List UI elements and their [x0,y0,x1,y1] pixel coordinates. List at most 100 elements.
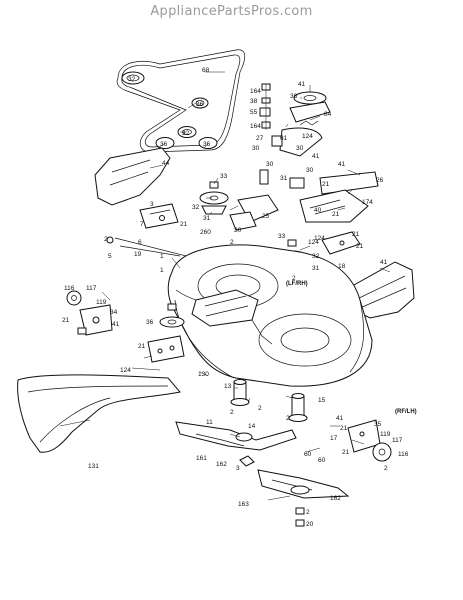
callout-label: 41 [336,415,344,422]
callout-label: 2 [230,409,234,416]
callout-label: 1 [160,267,164,274]
callout-label: 7 [140,221,144,228]
callout-label: 18 [338,263,346,270]
callout-label: 2 [286,415,290,422]
callout-label: 162 [216,461,227,468]
callout-label: 131 [88,463,99,470]
callout-label: 117 [86,285,97,292]
callout-label: 31 [312,265,320,272]
callout-label: 25 [262,213,270,220]
callout-label: 21 [340,425,348,432]
callout-label: 13 [224,383,232,390]
callout-label: 32 [192,204,200,211]
bracket-18 [321,231,361,255]
callout-label: 60 [304,451,312,458]
callout-label: 30 [234,227,242,234]
deck-bracket-21 [147,335,185,363]
callout-label: 161 [196,455,207,462]
callout-label: 60 [318,457,326,464]
callout-label: 30 [252,145,260,152]
spindle-assembly-left [230,379,250,406]
callout-label: 44 [162,160,170,167]
callout-label: 162 [330,495,341,502]
belt-shield-44 [94,147,171,206]
callout-label: 27 [256,135,264,142]
callout-label: 19 [134,251,142,258]
callout-label: 3 [150,201,154,208]
right-gauge-wheel-bracket [347,419,392,462]
idler-stack [259,83,331,157]
callout-label: 31 [280,175,288,182]
callout-label: 36 [203,141,211,148]
mower-deck-housing [167,244,373,387]
callout-label: 174 [362,199,373,206]
callout-label: 2 [306,509,310,516]
callout-label: 124 [302,133,313,140]
callout-label: 36 [290,93,298,100]
callout-label: 35 [374,421,382,428]
center-bracket [229,169,279,231]
callout-label: 21 [342,449,350,456]
callout-label: 124 [308,239,319,246]
callout-label: 163 [238,501,249,508]
callout-label: 32 [312,253,320,260]
callout-label: 2 [292,275,296,282]
left-bracket [139,203,179,229]
spindle-pulley-left [199,181,229,215]
spindle-assembly-right [288,393,308,422]
deck-pulley-36 [159,303,185,328]
callout-label: 41 [112,321,120,328]
callout-label: 14 [248,423,256,430]
callout-label: 26 [376,177,384,184]
callout-label: 116 [64,285,75,292]
callout-label: 21 [356,243,364,250]
belt-pulley-32b [177,126,197,138]
callout-label: 116 [398,451,409,458]
leader-lines [59,71,391,501]
callout-label: 34 [110,309,118,316]
left-gauge-wheel-bracket [66,290,113,336]
mulching-chute-131 [17,374,181,453]
callout-label: 21 [138,343,146,350]
drive-belt [116,49,246,153]
callout-label: 124 [314,235,325,242]
callout-label: 41 [312,153,320,160]
callout-label: 124 [120,367,131,374]
belt-pulley-idler-32 [121,71,145,85]
callout-label: 21 [180,221,188,228]
callout-label: 55 [250,109,258,116]
callout-label: 119 [380,431,391,438]
callout-label: 2 [384,465,388,472]
callout-label: 30 [306,167,314,174]
callout-label: 164 [250,123,261,130]
callout-label: 15 [318,397,326,404]
callout-label: 2 [230,239,234,246]
callout-label: 3 [236,465,240,472]
callout-label: 33 [220,173,228,180]
right-linkage [289,171,379,223]
callout-label: 41 [338,161,346,168]
callout-label: 30 [266,161,274,168]
callout-label: 2 [258,405,262,412]
callout-label: 32 [182,130,190,137]
callout-label: 33 [278,233,286,240]
callout-label: 30 [296,145,304,152]
callout-label: 21 [322,181,330,188]
callout-label: 41 [380,259,388,266]
callout-label: 6 [138,239,142,246]
callout-label: 21 [352,231,360,238]
callout-label: 2 [104,236,108,243]
callout-label: 260 [200,229,211,236]
callout-label: 164 [250,88,261,95]
belt-pulley-36c [198,137,218,149]
callout-label: 17 [330,435,338,442]
callout-label: 11 [206,419,213,426]
callout-label: 117 [392,437,403,444]
callout-label: 36 [146,319,154,326]
callout-label: 31 [203,215,211,222]
side-tag-left: (LF/RH) [286,281,308,287]
callout-label: 68 [202,67,210,74]
watermark: AppliancePartsPros.com [150,4,313,19]
